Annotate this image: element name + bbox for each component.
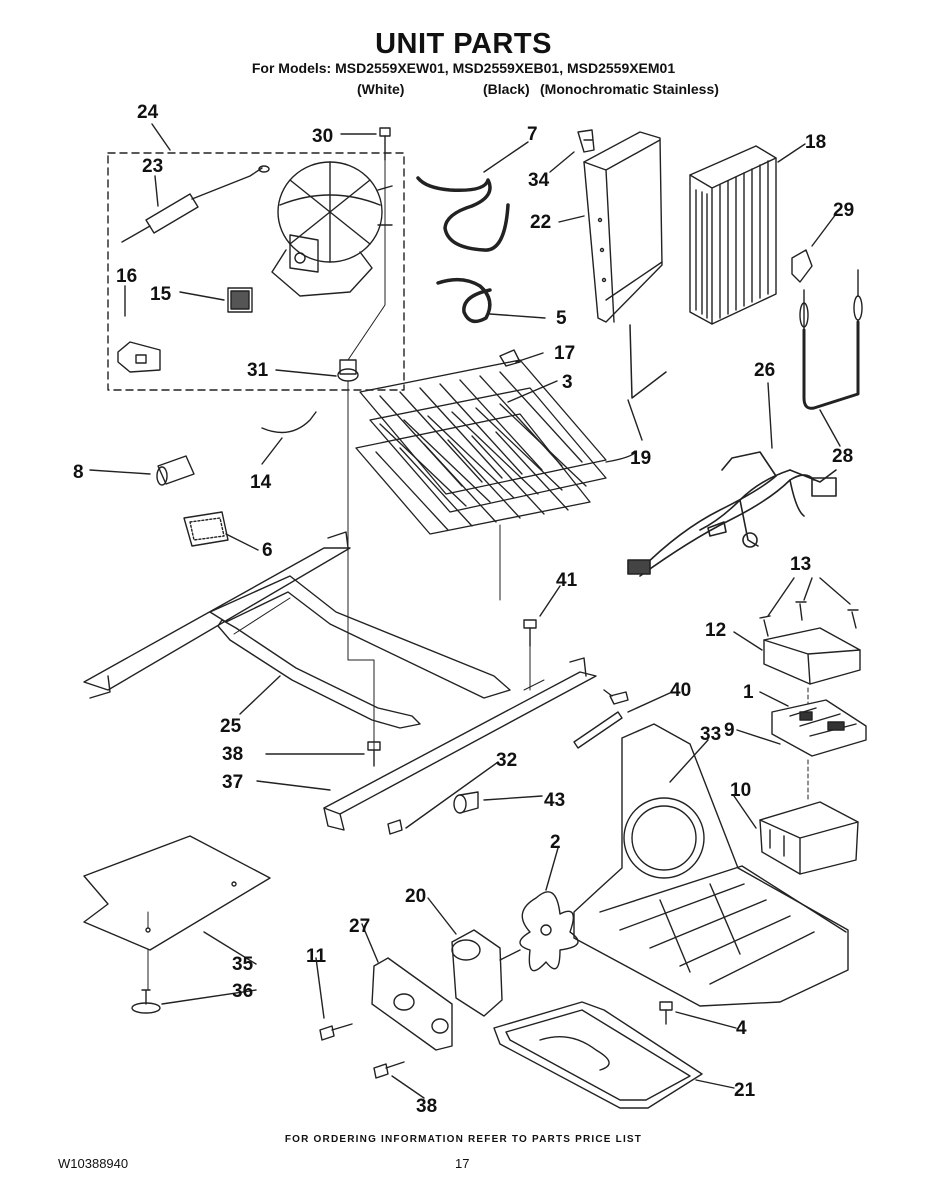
part-screw-38-bottom xyxy=(373,1061,405,1079)
callout-29: 29 xyxy=(833,200,854,221)
callout-41: 41 xyxy=(556,570,578,591)
callout-13: 13 xyxy=(790,554,811,575)
compressor-kit-box xyxy=(107,152,405,391)
document-id: W10388940 xyxy=(58,1156,129,1171)
callout-38: 38 xyxy=(222,744,243,765)
part-evaporator xyxy=(355,359,637,535)
part-pad-6 xyxy=(183,511,229,547)
callout-11: 11 xyxy=(306,946,327,967)
part-fan-motor xyxy=(451,929,521,1017)
callout-37: 37 xyxy=(222,772,243,793)
callout-31: 31 xyxy=(247,360,269,381)
part-drain-pan xyxy=(493,1001,703,1109)
callout-28: 28 xyxy=(832,446,853,467)
callout-14: 14 xyxy=(250,472,272,493)
part-screw-11 xyxy=(319,1023,353,1041)
callout-17: 17 xyxy=(554,343,575,364)
callout-21: 21 xyxy=(734,1080,756,1101)
part-screw-30 xyxy=(379,127,391,161)
part-bushing-43 xyxy=(453,791,479,814)
callout-18: 18 xyxy=(805,132,826,153)
callout-9: 9 xyxy=(724,720,735,741)
part-grommet xyxy=(337,359,359,382)
callout-40: 40 xyxy=(670,680,691,701)
callout-10: 10 xyxy=(730,780,751,801)
callout-34: 34 xyxy=(528,170,550,191)
part-condenser-coil xyxy=(689,145,777,325)
part-wire-14 xyxy=(261,411,317,434)
callout-4: 4 xyxy=(736,1018,747,1039)
callout-35: 35 xyxy=(232,954,254,975)
page-number: 17 xyxy=(455,1156,470,1171)
callout-12: 12 xyxy=(705,620,726,641)
models-line: For Models: MSD2559XEW01, MSD2559XEB01, … xyxy=(251,60,676,76)
callout-15: 15 xyxy=(150,284,172,305)
part-control-board xyxy=(771,699,867,757)
part-motor-bracket xyxy=(371,957,453,1051)
part-screw-41 xyxy=(523,619,537,647)
part-screw-4 xyxy=(659,1001,673,1025)
callout-8: 8 xyxy=(73,462,84,483)
part-rail-37 xyxy=(323,657,597,831)
part-relay xyxy=(227,287,253,313)
callout-1: 1 xyxy=(743,682,754,703)
part-relay-face xyxy=(230,290,250,310)
callout-22: 22 xyxy=(530,212,551,233)
part-clip-34 xyxy=(577,129,595,153)
callout-5: 5 xyxy=(556,308,567,329)
part-condenser-shroud xyxy=(583,131,663,323)
part-fan-blade xyxy=(519,891,579,972)
part-tube-5 xyxy=(436,277,492,324)
part-strap-40 xyxy=(573,711,623,749)
part-drier xyxy=(121,165,270,243)
part-screw-near-37 xyxy=(387,819,403,835)
callout-23: 23 xyxy=(142,156,163,177)
callout-19: 19 xyxy=(630,448,651,469)
model-variants: (White) (Black) (Monochromatic Stainless… xyxy=(0,81,927,99)
page-title: UNIT PARTS xyxy=(375,28,552,60)
leader-lines xyxy=(89,123,851,1099)
callout-27: 27 xyxy=(349,916,370,937)
variant-white: (White) xyxy=(357,81,405,97)
part-wire-19 xyxy=(629,324,667,399)
callout-24: 24 xyxy=(137,102,159,123)
callout-7: 7 xyxy=(527,124,538,145)
callout-20: 20 xyxy=(405,886,426,907)
page-header: UNIT PARTS For Models: MSD2559XEW01, MSD… xyxy=(0,28,927,77)
callout-26: 26 xyxy=(754,360,775,381)
part-frame xyxy=(83,531,511,729)
callout-33: 33 xyxy=(700,724,721,745)
part-tube-28 xyxy=(799,269,863,410)
part-machine-base xyxy=(573,723,849,1007)
part-screw-38-lower xyxy=(367,741,381,767)
callout-36: 36 xyxy=(232,981,253,1002)
part-wiring-harness xyxy=(627,451,837,577)
part-clip-29 xyxy=(791,249,813,283)
part-panel-35 xyxy=(83,835,271,951)
part-tube-7 xyxy=(416,176,510,252)
part-control-box xyxy=(759,801,859,875)
part-screw-32 xyxy=(603,689,629,705)
callout-16: 16 xyxy=(116,266,137,287)
variant-black: (Black) xyxy=(483,81,530,97)
callout-30: 30 xyxy=(312,126,333,147)
ordering-note: FOR ORDERING INFORMATION REFER TO PARTS … xyxy=(284,1134,643,1145)
callout-25: 25 xyxy=(220,716,242,737)
part-overload xyxy=(117,341,161,373)
part-tube-8 xyxy=(156,455,195,486)
part-foot-36 xyxy=(131,989,161,1014)
part-compressor xyxy=(271,161,393,297)
callout-6: 6 xyxy=(262,540,273,561)
variant-stainless: (Monochromatic Stainless) xyxy=(540,81,719,97)
callout-43: 43 xyxy=(544,790,565,811)
callout-32: 32 xyxy=(496,750,517,771)
callout-3: 3 xyxy=(562,372,573,393)
callout-38-bottom: 38 xyxy=(416,1096,437,1117)
part-control-cover xyxy=(763,627,861,685)
callout-2: 2 xyxy=(550,832,561,853)
